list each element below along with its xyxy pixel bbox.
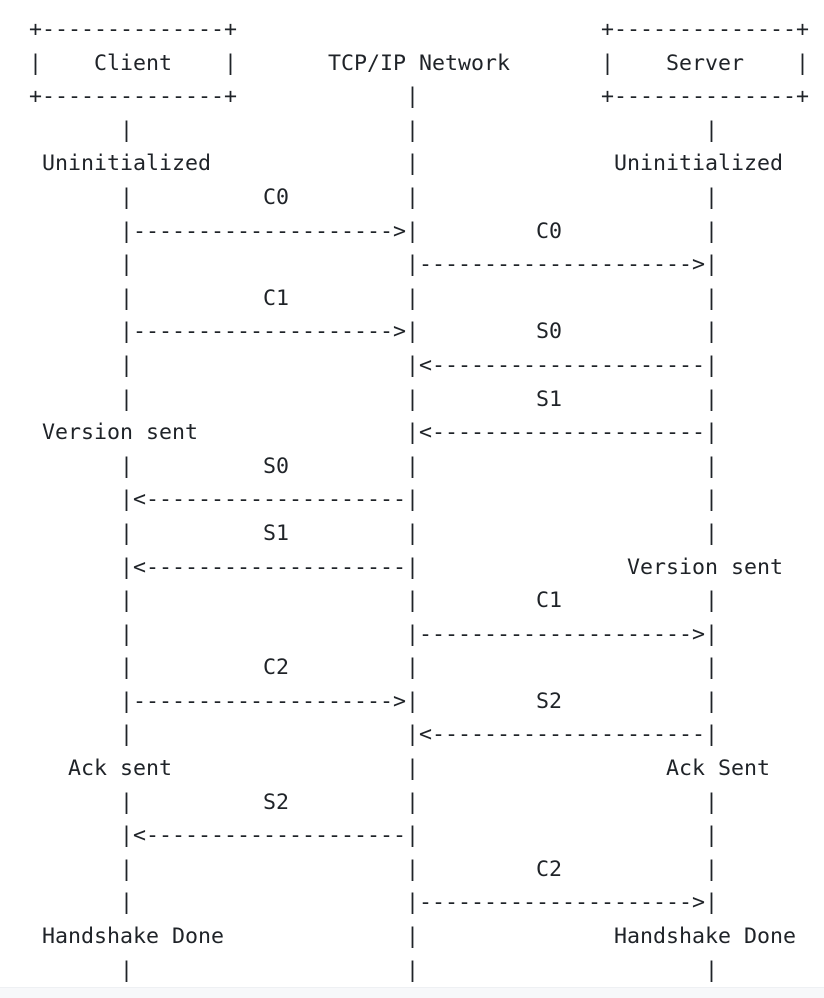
page-bottom-band (0, 987, 824, 998)
